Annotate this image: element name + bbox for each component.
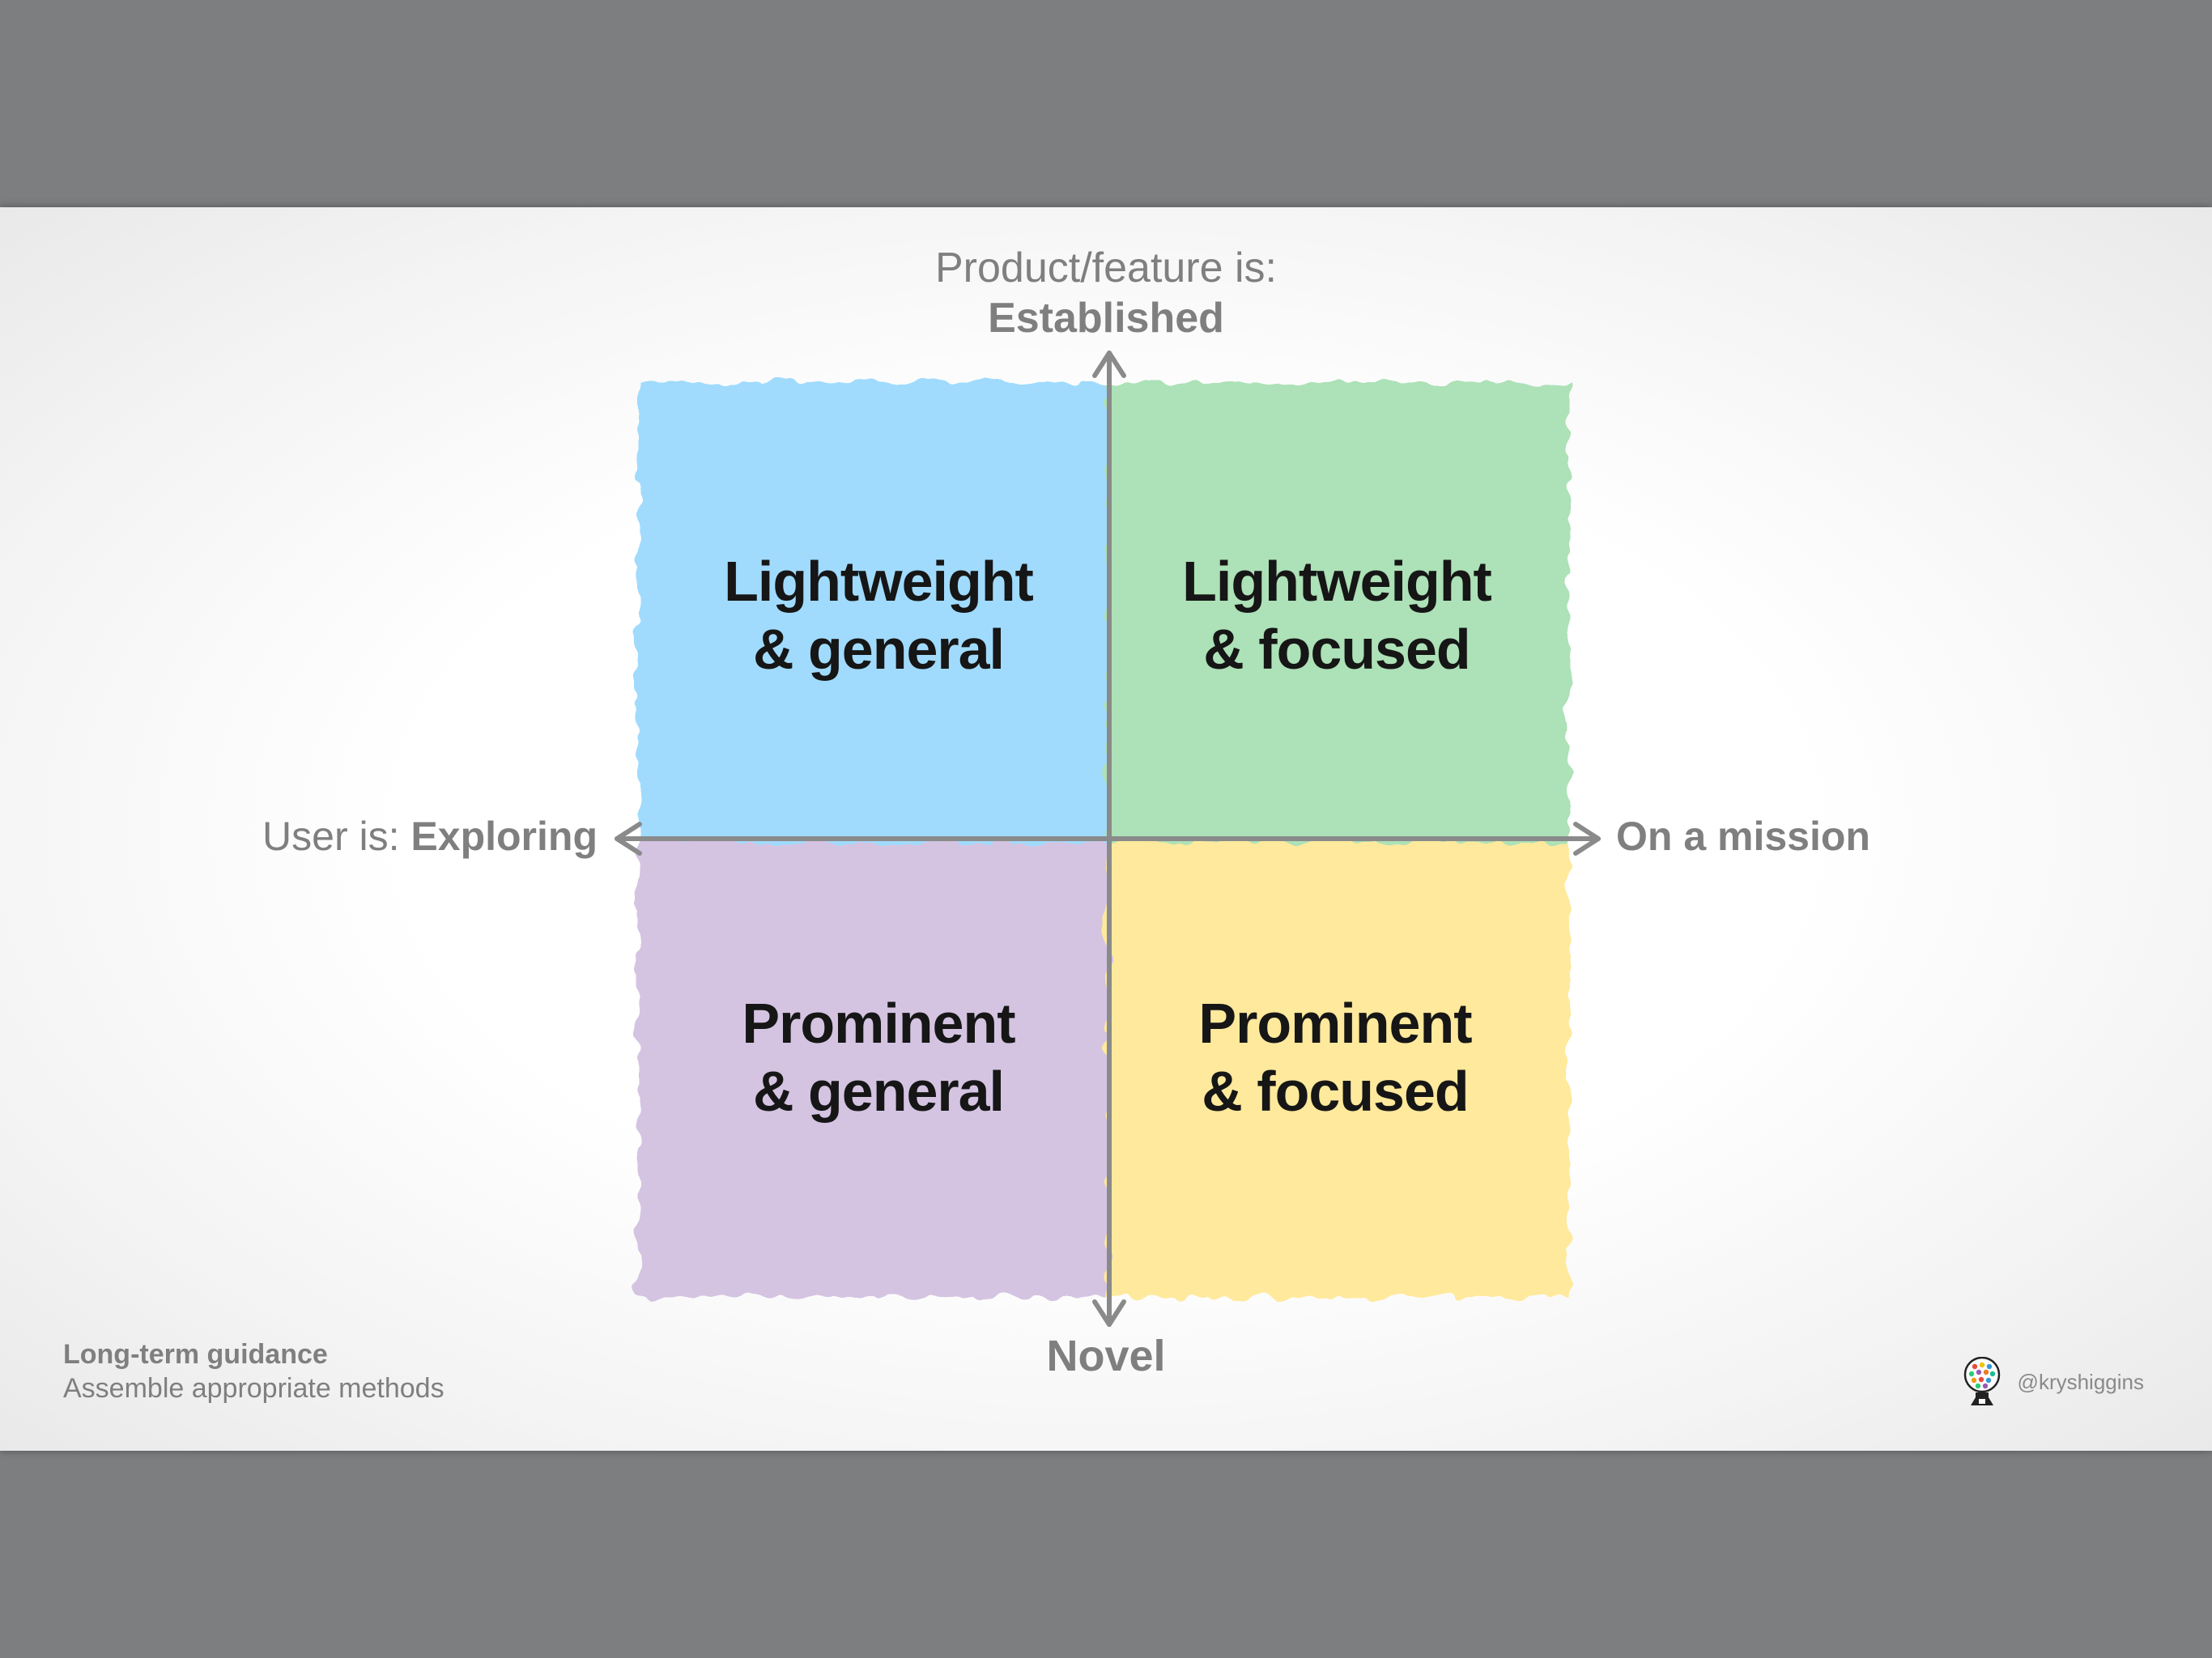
quadrant-bottom-right-fill	[1108, 842, 1569, 1297]
author-credit: @kryshiggins	[1963, 1357, 2144, 1407]
arrow-left-icon	[615, 822, 642, 856]
bottom-axis-value: Novel	[1046, 1332, 1166, 1380]
quadrant-top-left-label: Lightweight & general	[668, 547, 1089, 683]
quadrant-bottom-left-label: Prominent & general	[668, 989, 1089, 1125]
footer-title: Long-term guidance	[63, 1339, 328, 1370]
footer-subtitle: Assemble appropriate methods	[63, 1373, 445, 1404]
left-axis-label: User is: Exploring	[262, 813, 598, 860]
quadrant-top-right-line1: Lightweight	[1182, 550, 1492, 613]
avatar-icon	[1963, 1357, 2000, 1405]
quadrant-bottom-left-line2: & general	[753, 1060, 1005, 1123]
arrow-up-icon	[1092, 351, 1126, 378]
footer-caption: Long-term guidance Assemble appropriate …	[63, 1337, 445, 1405]
quadrant-top-right-line2: & focused	[1203, 618, 1470, 681]
left-axis-prefix: User is:	[262, 814, 400, 859]
author-handle: @kryshiggins	[2017, 1369, 2144, 1394]
quadrant-top-right-fill	[1108, 382, 1569, 844]
quadrant-top-left-line1: Lightweight	[724, 550, 1034, 613]
top-axis-label: Product/feature is: Established	[863, 243, 1349, 343]
quadrant-diagram	[615, 351, 1601, 1327]
quadrant-bottom-right-line1: Prominent	[1198, 992, 1472, 1055]
quadrant-top-left-fill	[638, 382, 1109, 844]
arrow-right-icon	[1573, 822, 1601, 856]
quadrant-top-left-line2: & general	[753, 618, 1005, 681]
quadrant-bottom-left-fill	[638, 842, 1109, 1297]
quadrant-bottom-left-line1: Prominent	[742, 992, 1015, 1055]
top-axis-prefix: Product/feature is:	[935, 244, 1277, 291]
left-axis-value: Exploring	[410, 814, 598, 859]
top-axis-value: Established	[988, 295, 1224, 342]
quadrant-bottom-right-line2: & focused	[1202, 1060, 1469, 1123]
quadrant-top-right-label: Lightweight & focused	[1126, 547, 1547, 683]
right-axis-value: On a mission	[1616, 814, 1870, 859]
quadrant-bottom-right-label: Prominent & focused	[1125, 989, 1546, 1125]
slide: Lightweight & general Lightweight & focu…	[0, 207, 2212, 1451]
arrow-down-icon	[1092, 1299, 1126, 1327]
